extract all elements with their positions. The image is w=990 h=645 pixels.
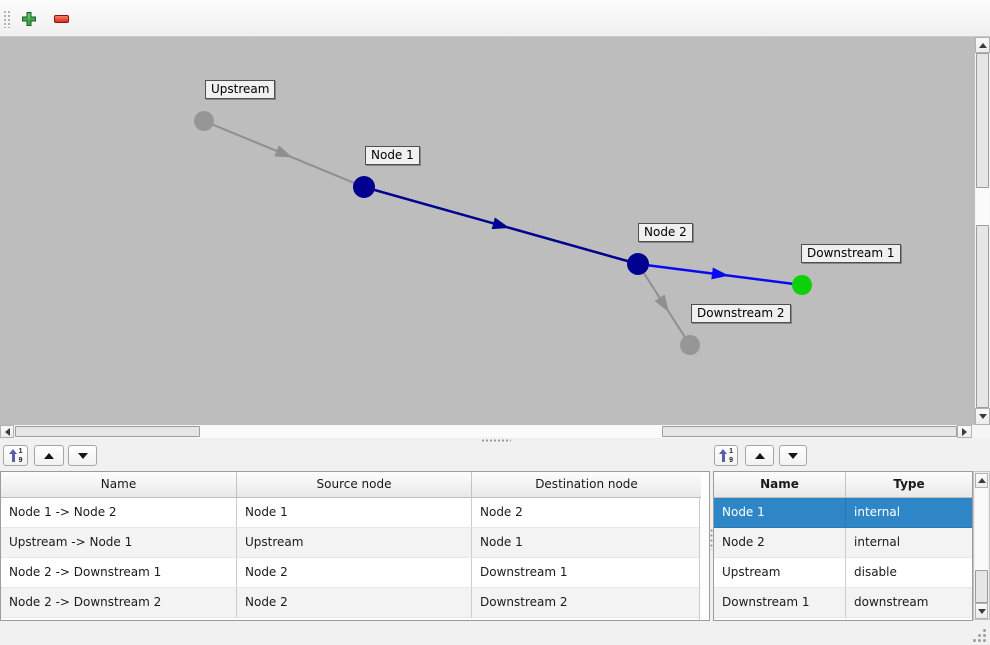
node-label[interactable]: Node 1 bbox=[365, 146, 420, 165]
arrow-up-icon bbox=[754, 452, 765, 459]
table-cell: Downstream 2 bbox=[472, 588, 701, 618]
table-cell: Node 2 -> Downstream 1 bbox=[1, 558, 237, 588]
edge-arrowhead-icon bbox=[711, 267, 729, 280]
splitter-handle-icon bbox=[481, 439, 511, 442]
edge-arrowhead-icon bbox=[491, 217, 510, 230]
graph-node[interactable] bbox=[194, 111, 214, 131]
arrow-down-icon bbox=[977, 608, 986, 614]
nodes-table-scrollbar[interactable] bbox=[973, 471, 990, 620]
arrow-up-icon bbox=[977, 478, 986, 483]
table-cell: Node 2 bbox=[237, 588, 472, 618]
canvas-horizontal-scrollbar[interactable] bbox=[0, 425, 975, 438]
arrow-up-icon bbox=[44, 452, 54, 459]
table-cell: Upstream -> Node 1 bbox=[1, 528, 237, 558]
table-cell: disable bbox=[846, 558, 972, 588]
table-cell: internal bbox=[846, 498, 972, 528]
pane-splitter-horizontal[interactable] bbox=[0, 438, 990, 444]
table-cell: Node 1 bbox=[237, 498, 472, 528]
column-header[interactable]: Name bbox=[1, 472, 237, 498]
table-cell: internal bbox=[846, 528, 972, 558]
node-label[interactable]: Downstream 2 bbox=[691, 304, 791, 323]
scroll-up-button[interactable] bbox=[975, 37, 990, 53]
scrollbar-segment[interactable] bbox=[976, 53, 989, 188]
arrow-down-icon bbox=[788, 452, 798, 459]
table-cell: Node 2 bbox=[472, 498, 701, 528]
column-header[interactable]: Name bbox=[714, 472, 846, 498]
graph-node[interactable] bbox=[353, 176, 375, 198]
scrollbar-thumb[interactable] bbox=[975, 570, 988, 603]
add-button[interactable] bbox=[18, 8, 40, 30]
toolbar-drag-handle[interactable] bbox=[3, 10, 11, 28]
column-header[interactable]: Type bbox=[846, 472, 972, 498]
column-header[interactable]: Source node bbox=[237, 472, 472, 498]
table-cell: Node 2 bbox=[237, 558, 472, 588]
scroll-left-button[interactable] bbox=[0, 425, 14, 438]
edges-move-down-button[interactable] bbox=[68, 445, 97, 466]
scrollbar-trough[interactable] bbox=[976, 188, 989, 225]
arrow-up-icon bbox=[978, 42, 987, 48]
table-cell: Node 1 bbox=[472, 528, 701, 558]
table-cell: Downstream 1 bbox=[714, 588, 846, 618]
remove-button[interactable] bbox=[50, 8, 72, 30]
table-cell: Downstream 1 bbox=[472, 558, 701, 588]
splitter-handle-icon bbox=[710, 528, 713, 550]
arrow-left-icon bbox=[4, 427, 10, 436]
table-cell: Node 2 -> Downstream 2 bbox=[1, 588, 237, 618]
edge-arrowhead-icon bbox=[654, 294, 669, 313]
edges-move-up-button[interactable] bbox=[34, 445, 64, 466]
scroll-down-button[interactable] bbox=[975, 408, 990, 425]
scroll-right-button[interactable] bbox=[957, 425, 972, 438]
edge-arrowhead-icon bbox=[274, 145, 293, 158]
arrow-right-icon bbox=[962, 427, 967, 436]
table-cell: Node 1 -> Node 2 bbox=[1, 498, 237, 528]
scrollbar-segment[interactable] bbox=[15, 426, 200, 437]
node-label[interactable]: Node 2 bbox=[638, 223, 693, 242]
resize-grip[interactable] bbox=[972, 627, 988, 643]
arrow-down-icon bbox=[77, 452, 88, 459]
nodes-move-up-button[interactable] bbox=[745, 445, 774, 466]
canvas-vertical-scrollbar[interactable] bbox=[975, 37, 990, 425]
table-cell: Node 1 bbox=[714, 498, 846, 528]
scrollbar-corner bbox=[972, 425, 990, 438]
edges-table-scroll-track[interactable] bbox=[699, 498, 709, 620]
graph-node[interactable] bbox=[680, 335, 700, 355]
table-cell: Node 2 bbox=[714, 528, 846, 558]
pane-splitter-vertical[interactable] bbox=[710, 471, 713, 620]
scrollbar-segment[interactable] bbox=[976, 225, 989, 408]
plus-icon bbox=[22, 12, 36, 26]
node-label[interactable]: Downstream 1 bbox=[801, 244, 901, 263]
nodes-move-down-button[interactable] bbox=[779, 445, 807, 466]
minus-icon bbox=[53, 15, 69, 23]
table-cell: Upstream bbox=[714, 558, 846, 588]
node-label[interactable]: Upstream bbox=[205, 80, 276, 99]
graph-node[interactable] bbox=[792, 275, 812, 295]
graph-node[interactable] bbox=[627, 253, 649, 275]
scroll-down-button[interactable] bbox=[975, 603, 988, 619]
scrollbar-trough[interactable] bbox=[200, 426, 662, 437]
table-cell: downstream bbox=[846, 588, 972, 618]
arrow-down-icon bbox=[978, 414, 987, 419]
table-cell: Upstream bbox=[237, 528, 472, 558]
column-header[interactable]: Destination node bbox=[472, 472, 701, 498]
main-toolbar bbox=[0, 0, 990, 37]
graph-svg bbox=[194, 111, 812, 355]
scroll-up-button[interactable] bbox=[975, 473, 988, 488]
scrollbar-segment[interactable] bbox=[662, 426, 957, 437]
